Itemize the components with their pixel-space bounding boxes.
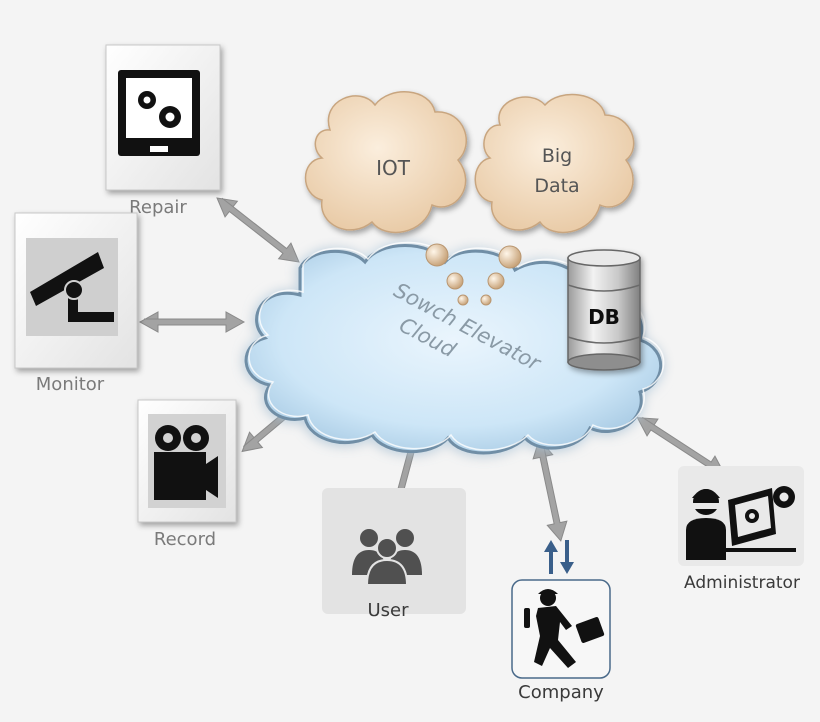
iot-thought-cloud: IOT — [304, 91, 467, 234]
thought-bubbles — [425, 243, 522, 306]
company-label: Company — [518, 682, 604, 703]
record-node: Record — [137, 399, 237, 550]
bubble-dot — [446, 272, 464, 290]
bigdata-label-line2: Data — [534, 175, 579, 197]
up-down-arrows-icon — [544, 540, 574, 574]
bubble-dot — [457, 294, 469, 306]
elevator-cloud — [244, 241, 665, 455]
bubble-dot — [425, 243, 449, 267]
video-camera-icon — [148, 414, 226, 508]
record-label: Record — [154, 529, 216, 550]
bubble-dot — [480, 294, 492, 306]
administrator-node: Administrator — [678, 466, 804, 593]
user-node: User — [322, 488, 466, 621]
arrow-repair-cloud — [216, 197, 300, 263]
security-camera-icon — [26, 238, 118, 336]
monitor-node: Monitor — [14, 212, 138, 395]
admin-at-computer-icon — [686, 486, 796, 560]
repair-node: Repair — [105, 44, 221, 218]
arrow-monitor-cloud — [138, 311, 246, 333]
user-label: User — [367, 600, 409, 621]
bigdata-thought-cloud: Big Data — [474, 93, 635, 234]
administrator-label: Administrator — [684, 573, 800, 593]
monitor-label: Monitor — [36, 374, 105, 395]
user-group-icon — [352, 529, 422, 586]
company-node: Company — [511, 540, 611, 703]
gear-icon — [773, 486, 795, 508]
db-cylinder: DB — [567, 249, 641, 371]
db-label: DB — [588, 305, 620, 329]
worker-with-briefcase-icon — [524, 589, 605, 668]
bigdata-label-line1: Big — [542, 145, 572, 167]
arrow-company-cloud — [532, 438, 568, 542]
monitor-gears-icon — [118, 70, 200, 156]
repair-label: Repair — [129, 197, 187, 218]
iot-label: IOT — [376, 156, 411, 180]
bubble-dot — [487, 272, 505, 290]
bubble-dot — [498, 245, 522, 269]
